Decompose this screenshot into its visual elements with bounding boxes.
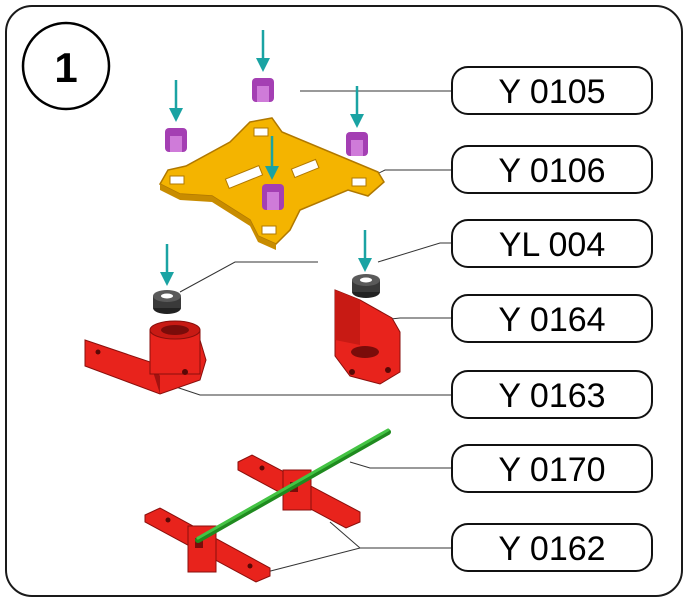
diagram-frame xyxy=(5,5,683,597)
arrow-down-icon xyxy=(265,136,279,180)
leader-y0162-a xyxy=(254,547,452,576)
step-number-badge: 1 xyxy=(21,21,111,111)
red-bracket-bottom-rear xyxy=(237,454,361,529)
leader-y0163 xyxy=(169,384,452,396)
label-y0170: Y 0170 xyxy=(498,451,605,489)
label-y0105: Y 0105 xyxy=(498,73,605,111)
leader-yl004-left xyxy=(179,261,318,293)
purple-clip-center xyxy=(262,184,284,210)
leader-yl004-right xyxy=(377,242,452,263)
arrow-down-icon xyxy=(350,86,364,128)
label-y0163: Y 0163 xyxy=(498,377,605,415)
purple-clip-top xyxy=(252,78,274,102)
arrow-down-icon xyxy=(160,244,174,286)
step-number: 1 xyxy=(54,44,77,91)
label-box-y0162: Y 0162 xyxy=(451,523,653,572)
red-bracket-right xyxy=(334,289,401,385)
label-yl004: YL 004 xyxy=(499,226,606,264)
label-box-y0106: Y 0106 xyxy=(451,145,653,194)
label-box-yl004: YL 004 xyxy=(451,219,653,268)
leader-y0170 xyxy=(349,461,452,469)
dark-ring-left xyxy=(153,290,181,314)
arrow-down-icon xyxy=(358,230,372,272)
label-box-y0164: Y 0164 xyxy=(451,294,653,343)
label-y0162: Y 0162 xyxy=(498,530,605,568)
green-rod-part xyxy=(195,428,391,543)
label-box-y0105: Y 0105 xyxy=(451,66,653,115)
assembly-arrows xyxy=(160,30,372,286)
arrow-down-icon xyxy=(169,80,183,122)
label-box-y0170: Y 0170 xyxy=(451,444,653,493)
leader-y0162-b xyxy=(329,521,361,549)
red-bracket-left xyxy=(84,320,207,395)
yellow-plate-part xyxy=(158,117,385,250)
label-box-y0163: Y 0163 xyxy=(451,370,653,419)
label-y0106: Y 0106 xyxy=(498,152,605,190)
dark-ring-right xyxy=(352,274,380,298)
purple-clip-left xyxy=(165,128,187,152)
purple-clip-right xyxy=(346,132,368,156)
arrow-down-icon xyxy=(256,30,270,72)
red-bracket-bottom-front xyxy=(144,507,271,583)
label-y0164: Y 0164 xyxy=(498,301,605,339)
